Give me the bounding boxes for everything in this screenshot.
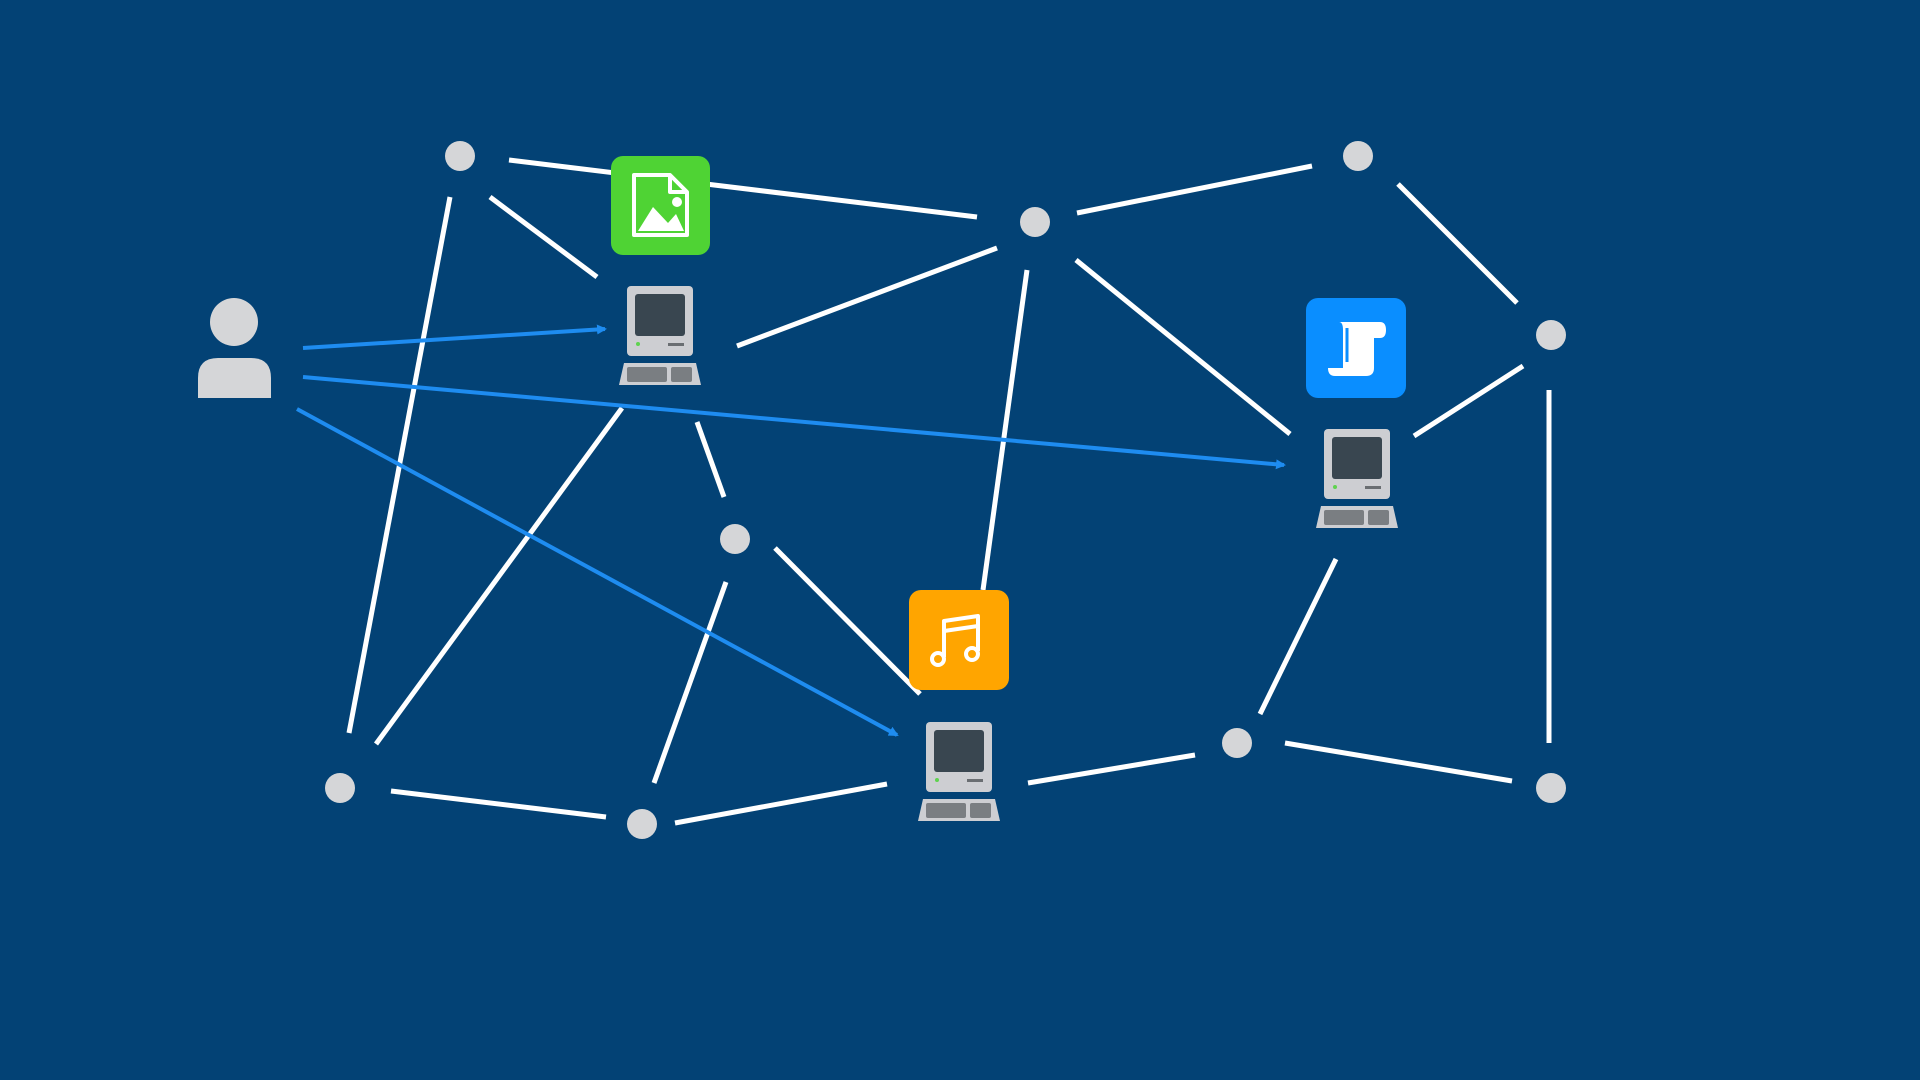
network-edge — [980, 269, 1030, 591]
network-node — [445, 141, 475, 171]
network-node — [325, 773, 355, 803]
network-node — [720, 524, 750, 554]
image-file-icon — [611, 156, 710, 255]
network-edge — [1027, 752, 1196, 786]
network-edge — [1076, 163, 1313, 216]
document-file-icon — [1306, 298, 1406, 398]
request-arrow — [302, 375, 1286, 470]
network-edge — [1257, 557, 1339, 716]
network-edge — [1396, 182, 1519, 305]
network-edge — [1412, 363, 1525, 439]
network-edge — [1074, 258, 1292, 436]
network-edge — [694, 421, 727, 498]
user-icon — [198, 298, 271, 398]
network-edge — [651, 581, 729, 784]
computer-icon — [918, 722, 1000, 821]
network-nodes — [325, 141, 1566, 839]
computer-icon — [1316, 429, 1398, 528]
network-node — [627, 809, 657, 839]
network-edge — [373, 406, 625, 746]
music-file-icon — [909, 590, 1009, 690]
network-edge — [508, 157, 978, 220]
request-arrow — [302, 324, 607, 350]
network-edge — [488, 194, 599, 280]
request-arrow — [296, 407, 899, 737]
request-arrows — [296, 324, 1286, 737]
network-edge — [1284, 740, 1513, 784]
computer-icon — [619, 286, 701, 385]
network-node — [1536, 320, 1566, 350]
network-node — [1536, 773, 1566, 803]
network-node — [1343, 141, 1373, 171]
network-edge — [674, 781, 888, 826]
network-node — [1222, 728, 1252, 758]
network-edge — [390, 788, 607, 820]
network-node — [1020, 207, 1050, 237]
network-edge — [736, 245, 998, 349]
network-edge — [773, 546, 922, 696]
